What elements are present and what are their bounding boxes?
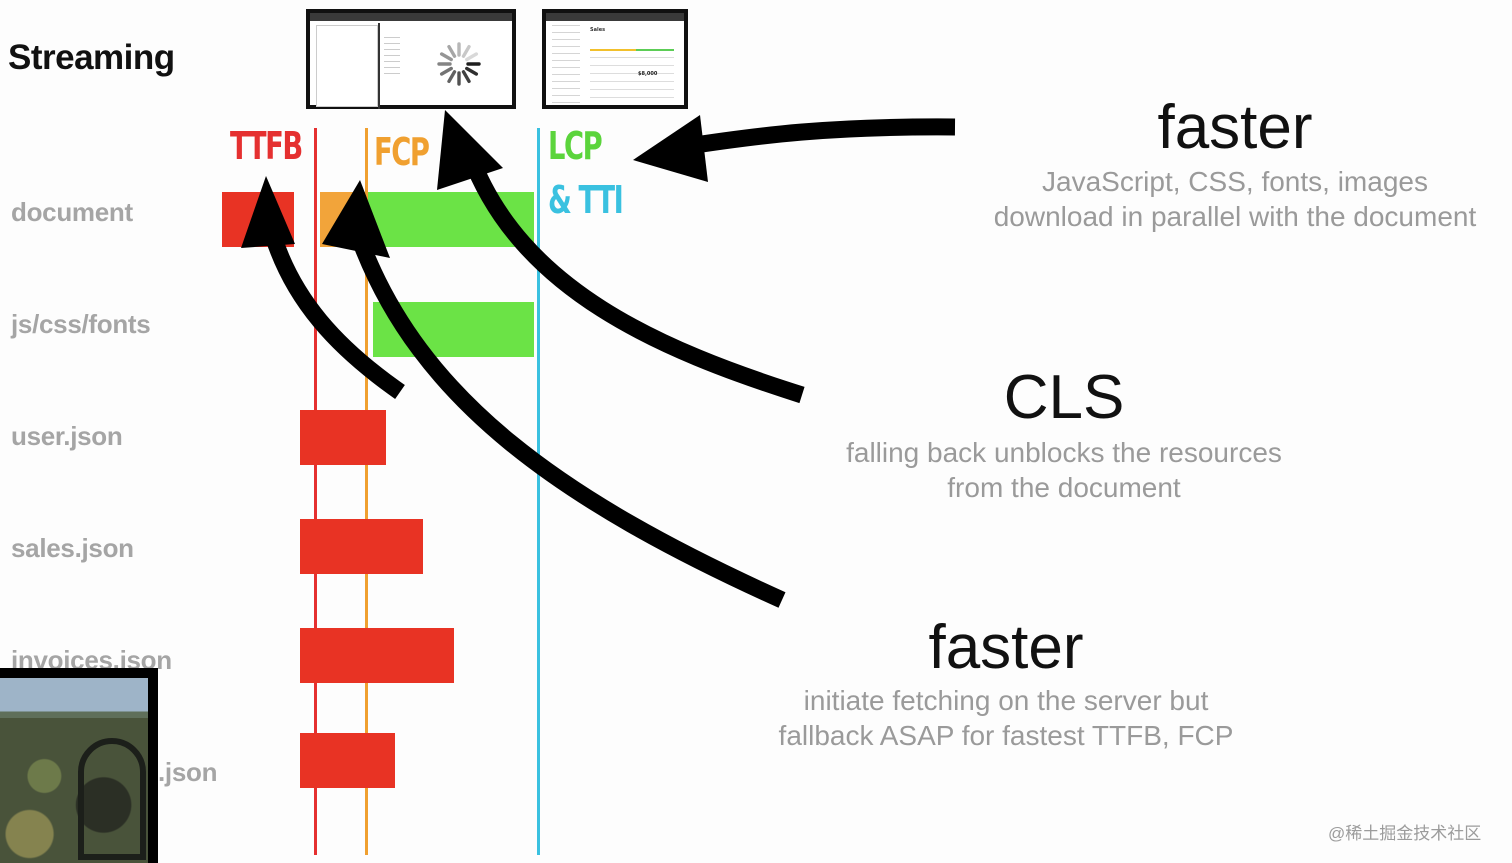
screenshot-sidebar bbox=[552, 25, 580, 105]
annotation-heading-cls: CLS bbox=[1003, 363, 1125, 432]
annotation-line-3a: initiate fetching on the server but bbox=[803, 685, 1209, 716]
spinner-spoke bbox=[461, 70, 471, 84]
arrow-to-ttfb bbox=[261, 222, 405, 399]
arrow-to-lcp bbox=[680, 118, 956, 156]
user-json-bar bbox=[300, 410, 386, 465]
dashboard-content-lines bbox=[590, 57, 674, 101]
ttfb-label: TTFB bbox=[230, 124, 303, 168]
annotation-line-2a: falling back unblocks the resources bbox=[846, 437, 1282, 468]
invoices-json-bar bbox=[300, 628, 454, 683]
annotation-line-2b: from the document bbox=[947, 472, 1181, 503]
arrowhead-fcp bbox=[322, 180, 390, 258]
spinner-spoke bbox=[439, 52, 453, 62]
video-frame bbox=[0, 678, 148, 863]
dashboard-value: $8,000 bbox=[638, 71, 658, 77]
screenshot-topbar bbox=[546, 13, 684, 21]
dashboard-progress-bar bbox=[590, 49, 674, 51]
spinner-spoke bbox=[465, 66, 479, 76]
arrow-cls-to-thumbnail bbox=[462, 152, 805, 404]
screenshot-sidebar-lines bbox=[384, 37, 400, 77]
annotation-line-3b: fallback ASAP for fastest TTFB, FCP bbox=[778, 720, 1234, 751]
row-label-json: .json bbox=[158, 757, 218, 787]
fcp-line bbox=[365, 128, 368, 855]
spinner-spoke bbox=[465, 52, 479, 62]
lcp-line bbox=[537, 128, 540, 855]
spinner-icon bbox=[437, 42, 481, 86]
row-label-document: document bbox=[11, 197, 133, 227]
page-title: Streaming bbox=[8, 38, 175, 77]
tti-label: & TTI bbox=[548, 178, 624, 222]
watermark: @稀土掘金技术社区 bbox=[1328, 824, 1482, 843]
video-person-silhouette bbox=[78, 738, 146, 860]
arrowhead-lcp bbox=[633, 115, 708, 182]
dashboard-title: Sales bbox=[590, 27, 606, 33]
spinner-spoke bbox=[461, 44, 471, 58]
lcp-label: LCP bbox=[548, 124, 603, 168]
annotation-line-1a: JavaScript, CSS, fonts, images bbox=[1042, 166, 1428, 197]
presenter-video-overlay bbox=[0, 668, 158, 863]
annotation-line-1b: download in parallel with the document bbox=[993, 201, 1477, 232]
screenshot-left-pane bbox=[316, 25, 378, 107]
row-label-sales-json: sales.json bbox=[11, 533, 134, 563]
row-label-user-json: user.json bbox=[11, 421, 123, 451]
row-label-js-css-fonts: js/css/fonts bbox=[11, 309, 151, 339]
fcp-label: FCP bbox=[374, 130, 430, 174]
ttfb-line bbox=[314, 128, 317, 855]
sales-json-bar bbox=[300, 519, 423, 574]
annotation-heading-faster-2: faster bbox=[928, 613, 1084, 682]
spinner-spoke bbox=[439, 66, 453, 76]
annotation-heading-faster-1: faster bbox=[1157, 93, 1313, 162]
loaded-dashboard-screenshot: Sales $8,000 bbox=[542, 9, 688, 109]
screenshot-topbar bbox=[310, 13, 512, 21]
last-json-bar bbox=[300, 733, 395, 788]
arrowhead-ttfb bbox=[241, 176, 295, 248]
arrowhead-thumbnail bbox=[437, 110, 503, 190]
spinner-spoke bbox=[447, 44, 457, 58]
spinner-spoke bbox=[447, 70, 457, 84]
arrow-to-fcp bbox=[352, 237, 786, 608]
screenshot-sidebar bbox=[378, 23, 380, 109]
loading-screenshot bbox=[306, 9, 516, 109]
